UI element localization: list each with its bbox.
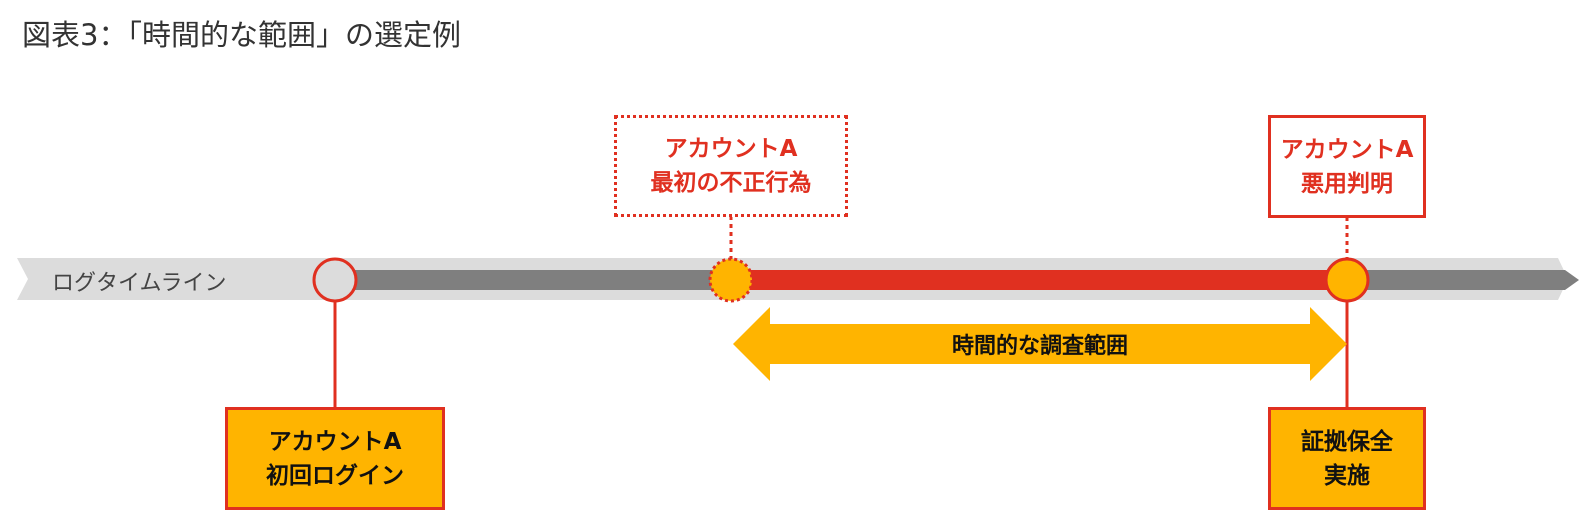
event-evidence-preservation: 証拠保全 実施 bbox=[1268, 407, 1426, 510]
range-label: 時間的な調査範囲 bbox=[951, 334, 1128, 359]
marker-first-login bbox=[312, 257, 358, 303]
event-first-login: アカウントA 初回ログイン bbox=[225, 407, 445, 510]
event-line1: アカウントA bbox=[268, 428, 402, 455]
event-line2: 初回ログイン bbox=[266, 462, 404, 489]
event-misuse-found: アカウントA 悪用判明 bbox=[1268, 115, 1426, 218]
event-line2: 最初の不正行為 bbox=[650, 170, 812, 196]
event-line1: アカウントA bbox=[664, 136, 798, 162]
event-line1: 証拠保全 bbox=[1301, 428, 1393, 455]
event-line2: 実施 bbox=[1324, 462, 1370, 489]
event-line1: アカウントA bbox=[1280, 136, 1414, 163]
marker-misuse-found bbox=[1324, 257, 1370, 303]
event-first-fraud: アカウントA 最初の不正行為 bbox=[614, 115, 848, 217]
diagram-title: 図表3：「時間的な範囲」の選定例 bbox=[22, 18, 461, 52]
range-double-arrow bbox=[733, 307, 1347, 381]
event-line2: 悪用判明 bbox=[1301, 170, 1393, 197]
timeline-label: ログタイムライン bbox=[52, 271, 227, 296]
incident-period-bar bbox=[731, 270, 1347, 290]
marker-first-fraud bbox=[708, 257, 754, 303]
